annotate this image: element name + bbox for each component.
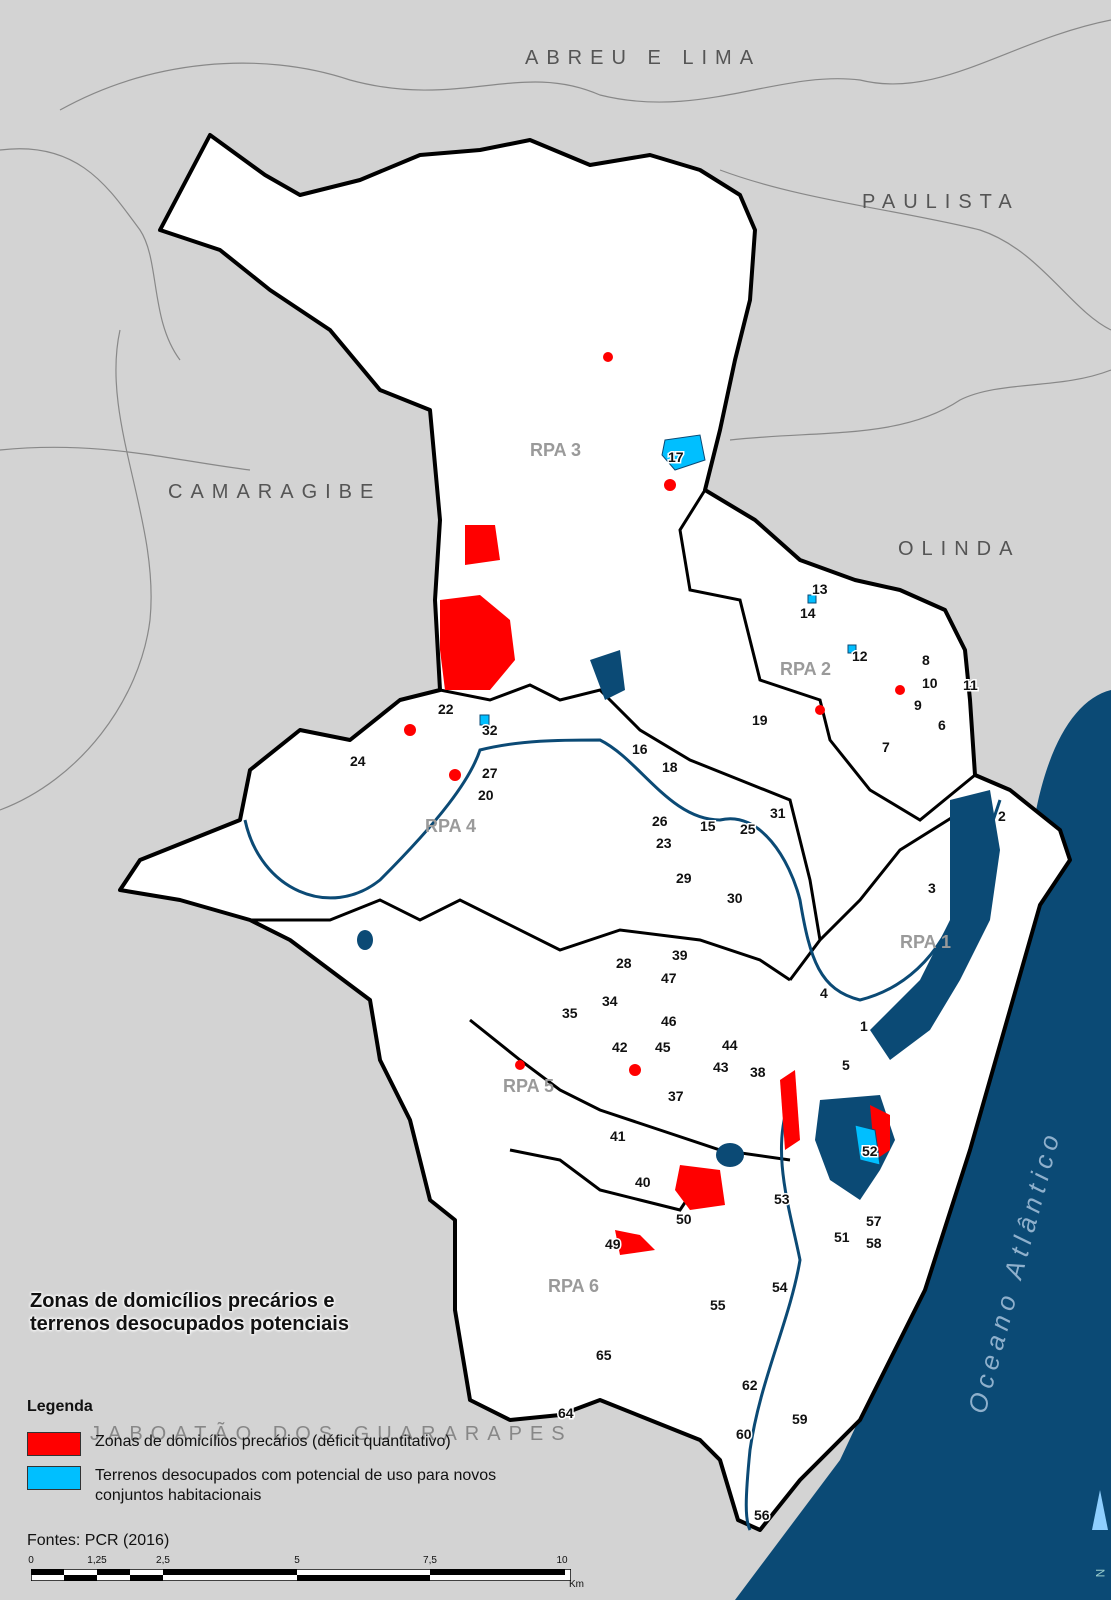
zone-number: 49 [605,1236,621,1252]
zone-number: 3 [928,880,936,896]
rpa-label-5: RPA 5 [503,1076,554,1096]
scale-unit: Km [569,1579,584,1590]
scale-tick: 7,5 [423,1555,437,1566]
zone-number: 10 [922,675,938,691]
zone-number: 38 [750,1064,766,1080]
zone-number: 44 [722,1037,738,1053]
legend-label-precarious: Zonas de domicílios precários (déficit q… [95,1433,451,1450]
zone-number: 47 [661,970,677,986]
zone-number: 51 [834,1229,850,1245]
zone-number: 43 [713,1059,729,1075]
rpa-label-6: RPA 6 [548,1276,599,1296]
zone-number: 58 [866,1235,882,1251]
rpa-label-1: RPA 1 [900,932,951,952]
north-label: N [1093,1568,1108,1578]
legend-item-precarious: Zonas de domicílios precários (déficit q… [27,1432,515,1456]
zone-number: 65 [596,1347,612,1363]
zone-number: 18 [662,759,678,775]
zone-number: 6 [938,717,946,733]
map-title: Zonas de domicílios precários e terrenos… [30,1290,349,1335]
rpa-label-2: RPA 2 [780,659,831,679]
zone-number: 41 [610,1128,626,1144]
zone-number: 50 [676,1211,692,1227]
scale-tick: 5 [294,1555,300,1566]
zone-number: 40 [635,1174,651,1190]
scale-bar-graphic [31,1569,571,1581]
scale-tick: 1,25 [87,1555,107,1566]
zone-number: 46 [661,1013,677,1029]
rpa-label-4: RPA 4 [425,816,476,836]
zone-number: 29 [676,870,692,886]
legend-swatch-precarious [27,1432,81,1456]
zone-number: 28 [616,955,632,971]
zone-number: 13 [812,581,828,597]
municipal-borders [0,19,1111,811]
label-jaboatao: JABOATÃO DOS GUARARAPES [90,1421,573,1445]
zone-number: 8 [922,652,930,668]
zone-number: 12 [852,648,868,664]
zone-number: 54 [772,1279,788,1295]
zone-number: 56 [754,1507,770,1523]
source-note: Fontes: PCR (2016) [27,1532,170,1549]
rivers [243,738,1002,1531]
zone-number: 42 [612,1039,628,1055]
legend-title: Legenda [27,1398,93,1415]
zone-number: 35 [562,1005,578,1021]
zone-number: 39 [672,947,688,963]
zone-number: 62 [742,1377,758,1393]
zone-number: 4 [820,985,828,1001]
scale-tick: 0 [28,1555,34,1566]
label-paulista: PAULISTA [862,191,1020,213]
zone-numbers: 1 2 3 4 5 6 7 8 9 10 11 12 13 14 15 16 1… [349,448,1008,1525]
zone-number: 60 [736,1426,752,1442]
zone-number: 14 [800,605,816,621]
zone-number: 25 [740,821,756,837]
zone-number: 32 [482,722,498,738]
label-camaragibe: CAMARAGIBE [168,481,381,503]
zone-number: 15 [700,818,716,834]
zone-number: 1 [860,1018,868,1034]
zone-number: 11 [963,677,978,693]
scale-bar: 0 1,25 2,5 5 7,5 10 Km [27,1555,607,1595]
zone-number: 59 [792,1411,808,1427]
zone-number: 5 [842,1057,850,1073]
zone-number: 53 [774,1191,790,1207]
zone-number: 45 [655,1039,671,1055]
label-abreu-e-lima: ABREU E LIMA [525,47,761,69]
zone-number: 9 [914,697,922,713]
north-arrow-icon [1092,1490,1108,1530]
zone-number: 27 [482,765,498,781]
scale-tick: 2,5 [156,1555,170,1566]
zone-number: 26 [652,813,668,829]
zone-number: 30 [727,890,743,906]
label-olinda: OLINDA [898,538,1020,560]
vacant-land [479,434,881,1166]
zone-number: 7 [882,739,890,755]
legend-swatch-vacant-land [27,1466,81,1490]
zone-number: 37 [668,1088,684,1104]
zone-number: 23 [656,835,672,851]
zone-number: 22 [438,701,454,717]
zone-number: 19 [752,712,768,728]
zone-number: 64 [558,1405,574,1421]
zone-number: 57 [866,1213,882,1229]
zone-number: 16 [632,741,648,757]
zone-number: 55 [710,1297,726,1313]
zone-number: 52 [862,1143,878,1159]
zone-number: 20 [478,787,494,803]
zone-number: 24 [350,753,366,769]
zone-number: 17 [668,449,684,465]
zone-number: 2 [998,808,1006,824]
zone-number: 34 [602,993,618,1009]
rpa-label-3: RPA 3 [530,440,581,460]
legend-label-vacant-land: Terrenos desocupados com potencial de us… [95,1467,497,1504]
precarious-zones [404,352,905,1255]
legend-item-vacant-land: Terrenos desocupados com potencial de us… [27,1466,515,1506]
scale-tick: 10 [556,1555,568,1566]
zone-number: 31 [770,805,786,821]
